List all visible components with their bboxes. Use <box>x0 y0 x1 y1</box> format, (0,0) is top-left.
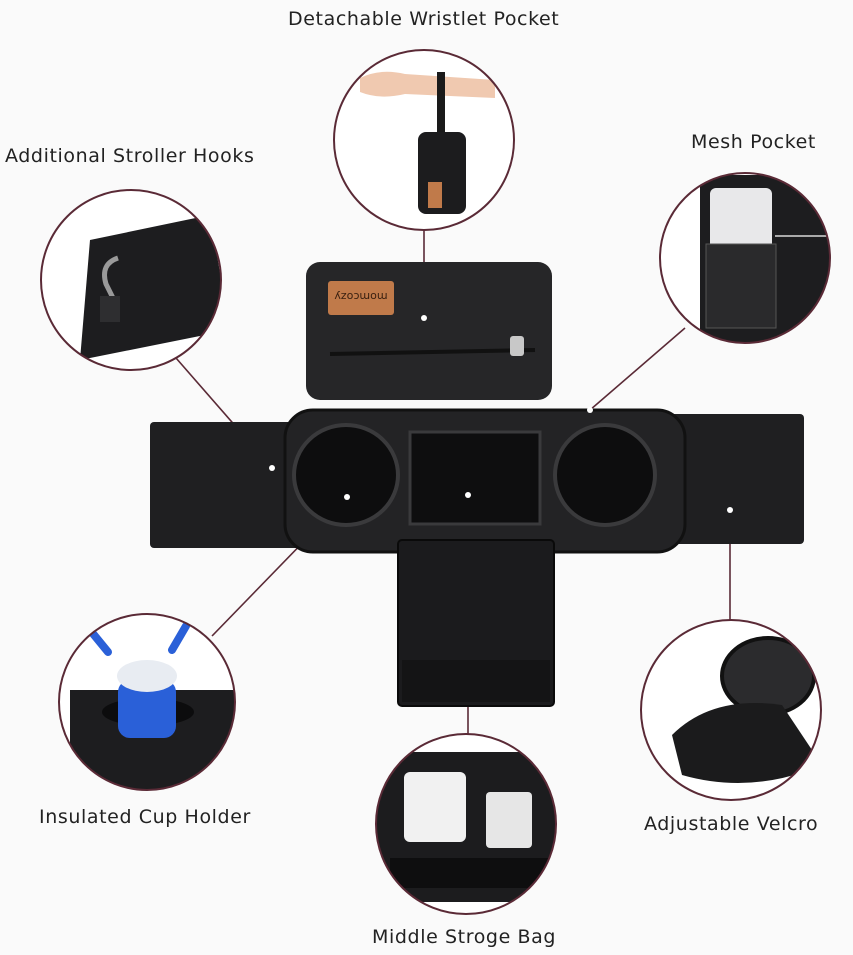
pointer-dots <box>269 315 733 513</box>
diaper-image <box>404 772 466 842</box>
label-cup-holder: Insulated Cup Holder <box>39 806 251 828</box>
velcro-tab-image <box>720 636 816 716</box>
bottle-image <box>118 680 176 738</box>
callout-cup <box>58 613 236 791</box>
label-stroller-hooks: Additional Stroller Hooks <box>5 145 255 167</box>
cup-holder-right <box>553 423 657 527</box>
organizer-main: momcozy <box>150 262 804 707</box>
wipes-image <box>486 792 532 848</box>
label-middle-bag: Middle Stroge Bag <box>372 926 557 948</box>
zipper-pull <box>510 336 524 356</box>
cup-holder-left <box>292 423 400 527</box>
hook-image <box>102 255 119 306</box>
label-velcro: Adjustable Velcro <box>644 813 819 835</box>
callout-mesh <box>659 172 831 344</box>
flap-velcro <box>402 660 550 702</box>
velcro-strap-image <box>672 703 821 783</box>
top-pocket-zipper <box>329 348 536 356</box>
callout-middle <box>375 733 557 915</box>
callout-wristlet <box>333 49 515 231</box>
left-strap <box>150 422 310 548</box>
brand-tag-text: momcozy <box>334 290 388 303</box>
middle-compartment <box>408 430 542 526</box>
label-wristlet-pocket: Detachable Wristlet Pocket <box>288 8 560 30</box>
leader-mesh <box>589 327 686 411</box>
callout-hooks <box>40 189 222 371</box>
bag-side-image <box>80 215 221 360</box>
mesh-image <box>705 243 777 329</box>
brand-tag <box>328 281 394 315</box>
hand-image <box>360 71 495 98</box>
callout-velcro <box>640 619 822 801</box>
label-mesh-pocket: Mesh Pocket <box>691 131 816 153</box>
